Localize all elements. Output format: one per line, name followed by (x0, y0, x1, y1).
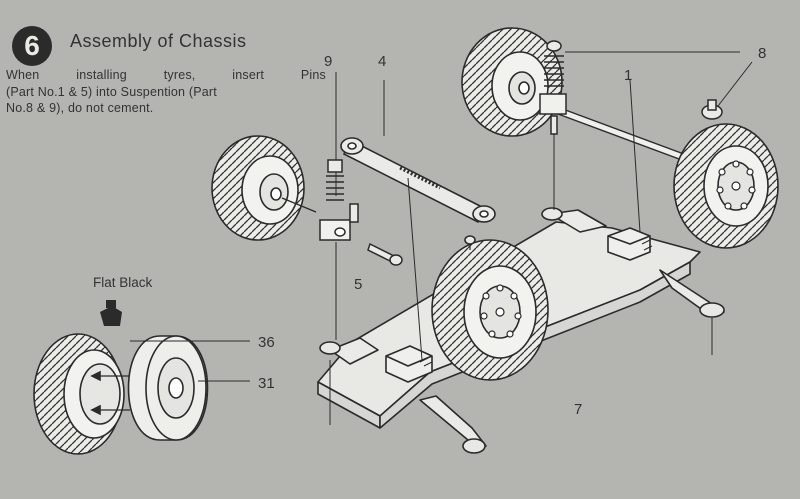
tyre-part-36 (33, 333, 130, 455)
rear-right-wheel (673, 123, 779, 249)
part-label-4: 4 (378, 53, 386, 70)
part-label-7: 7 (574, 401, 582, 418)
paint-pot-icon (100, 300, 122, 326)
part-label-1: 1 (624, 67, 632, 84)
part-label-9: 9 (324, 53, 332, 70)
leader-lines-36-31 (130, 340, 250, 382)
step-number-badge: 6 (12, 26, 52, 66)
front-left-wheel (211, 135, 317, 241)
suspension-part-8-upper (539, 40, 740, 210)
front-right-wheel (431, 235, 549, 381)
rear-left-wheel (461, 27, 563, 137)
part-label-36: 36 (258, 334, 275, 351)
pin-part-5 (367, 242, 403, 266)
assembly-instructions: When installing tyres, insert Pins (Part… (6, 67, 326, 117)
suspension-part-8-pin (701, 61, 753, 120)
part-label-8: 8 (758, 45, 766, 62)
wheel-hub-part-31 (127, 335, 209, 441)
part-label-5: 5 (354, 276, 362, 293)
instruction-line-2: (Part No.1 & 5) into Suspention (Part (6, 84, 217, 99)
instruction-line-1: When installing tyres, insert Pins (6, 68, 326, 82)
instruction-line-3: No.8 & 9), do not cement. (6, 101, 154, 115)
suspension-part-9 (319, 72, 359, 340)
step-title: Assembly of Chassis (70, 31, 247, 51)
tie-rod-part-4 (340, 80, 496, 361)
part-label-31: 31 (258, 375, 275, 392)
paint-note-flat-black: Flat Black (93, 275, 153, 290)
